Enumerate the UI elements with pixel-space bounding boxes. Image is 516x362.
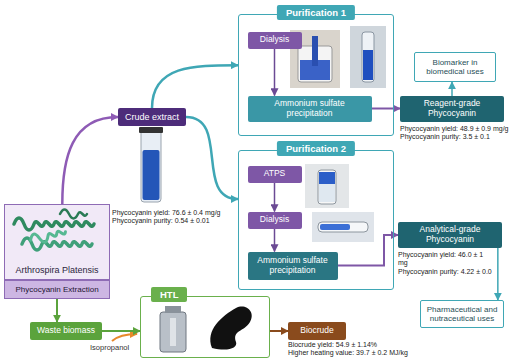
label-group: Phycocyanin yield: 76.6 ± 0.4 mg/gPhycoc… (112, 209, 234, 226)
organism-panel (4, 204, 110, 280)
use-box: Pharmaceutical and nutraceutical uses (420, 300, 504, 328)
label-group: Isopropanol (90, 343, 129, 352)
connector-arrow (497, 248, 499, 300)
label-group: Phycocyanin yield: 48.9 ± 0.9 mg/gPhycoc… (400, 125, 512, 142)
node-label: Dialysis (260, 35, 289, 45)
group-heading: Purification 1 (277, 5, 355, 20)
product-box: Analytical-grade Phycocyanin (398, 222, 502, 248)
atps-photos (305, 164, 374, 242)
data-label: Phycocyanin purity: 3.5 ± 0.1 (400, 133, 512, 141)
data-label: Higher heating value: 39.7 ± 0.2 MJ/kg (288, 349, 458, 357)
connector-arrow (186, 117, 238, 199)
group-frame: HTL (140, 296, 270, 358)
node-label: Biocrude (300, 326, 334, 336)
node-label: Waste biomass (37, 326, 95, 336)
product-box: Biocrude (288, 322, 346, 340)
connector-arrow (338, 235, 399, 266)
connector-arrow (270, 330, 288, 332)
process-box: Crude extract (118, 108, 186, 126)
node-label: Biomarker in biomedical uses (418, 58, 492, 76)
data-label: Phycocyanin purity: 4.22 ± 0.0 (398, 268, 492, 276)
connector-arrow (451, 82, 453, 96)
data-label: Phycocyanin yield: 48.9 ± 0.9 mg/g (400, 125, 512, 133)
group-heading: Purification 2 (277, 141, 355, 156)
node-label: Reagent-grade Phycocyanin (403, 99, 501, 119)
step-box: Ammonium sulfate precipitation (248, 252, 338, 280)
group-heading: HTL (151, 287, 187, 302)
connector-arrow (102, 330, 140, 332)
reagent-arrow (112, 334, 137, 341)
node-label: Dialysis (260, 215, 289, 225)
process-box: Waste biomass (30, 322, 102, 340)
dialysis-photos (290, 26, 386, 88)
node-label: Crude extract (125, 112, 179, 122)
node-label: ATPS (264, 169, 286, 179)
label-group: Biocrude yield: 54.9 ± 1.14%Higher heati… (288, 341, 458, 358)
data-label: Biocrude yield: 54.9 ± 1.14% (288, 341, 458, 349)
connector-arrow (62, 117, 118, 204)
data-label: Isopropanol (90, 343, 129, 352)
connector-arrow (56, 299, 58, 322)
connector-arrow (274, 49, 276, 96)
step-box: Dialysis (248, 32, 302, 49)
connector-arrow (274, 229, 276, 252)
organism-box: Arthrospira Platensis (4, 204, 110, 280)
data-label: Phycocyanin yield: 76.6 ± 0.4 mg/g (112, 209, 234, 217)
label-group: Phycocyanin yield: 46.0 ± 1 mgPhycocyani… (398, 251, 492, 276)
connector-arrow (152, 65, 238, 108)
group-frame: Purification 1DialysisAmmonium sulfate p… (238, 14, 394, 136)
data-label: Phycocyanin yield: 46.0 ± 1 mg (398, 251, 492, 268)
node-label: Analytical-grade Phycocyanin (401, 225, 499, 245)
crude-extract-tube (139, 127, 163, 202)
htl-reactor-illustration (160, 306, 252, 352)
group-frame: Purification 2ATPSDialysisAmmonium sulfa… (238, 150, 394, 290)
connector-arrow (372, 108, 401, 110)
node-label: Ammonium sulfate precipitation (251, 99, 369, 119)
data-label: Phycocyanin purity: 0.54 ± 0.01 (112, 217, 234, 225)
use-box: Biomarker in biomedical uses (414, 52, 496, 82)
extraction-band: Phycocyanin Extraction (4, 280, 110, 299)
spirulina-illustration (14, 210, 94, 251)
node-label: Phycocyanin Extraction (15, 285, 98, 294)
connector-arrow (274, 183, 276, 212)
step-box: ATPS (248, 166, 302, 183)
step-box: Ammonium sulfate precipitation (248, 96, 372, 122)
node-label: Pharmaceutical and nutraceutical uses (424, 305, 500, 323)
node-label: Arthrospira Platensis (15, 265, 98, 275)
step-box: Dialysis (248, 212, 302, 229)
product-box: Reagent-grade Phycocyanin (400, 96, 504, 122)
node-label: Ammonium sulfate precipitation (251, 256, 335, 276)
